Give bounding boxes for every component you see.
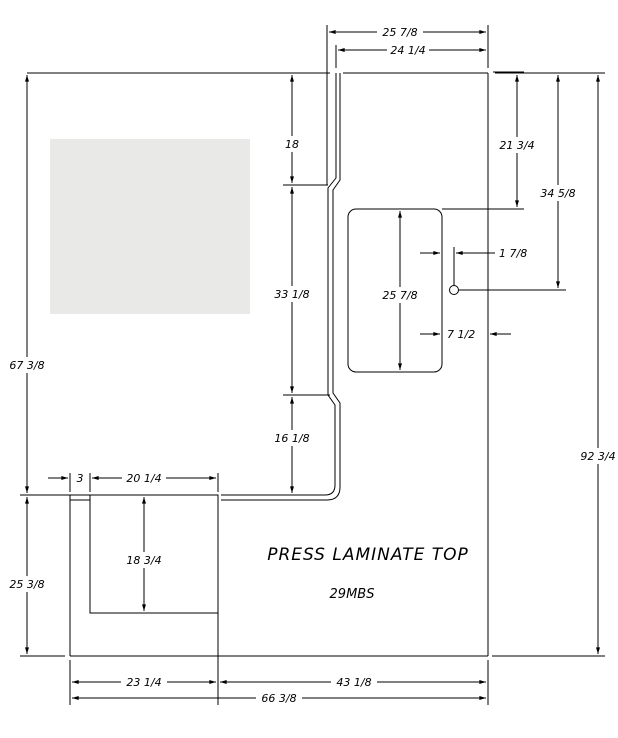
- dim-backsplash-mid: 33 1/8: [274, 288, 309, 301]
- dim-left-upper: 67 3/8: [9, 359, 44, 372]
- dim-lower-cutout-width: 20 1/4: [126, 472, 161, 485]
- faucet-hole: [449, 285, 459, 295]
- dimension-lines: [25, 25, 600, 705]
- dim-overall-height: 92 3/4: [580, 450, 615, 463]
- dimension-labels: 25 7/8 24 1/4 21 3/4 34 5/8 1 7/8 25 7/8…: [5, 25, 618, 705]
- dim-bottom-left: 23 1/4: [126, 676, 161, 689]
- backsplash: [221, 73, 341, 501]
- dim-bottom-right: 43 1/8: [336, 676, 371, 689]
- laminate-swatch: [50, 139, 250, 314]
- dim-lower-cutout-depth: 18 3/4: [126, 554, 161, 567]
- dim-right-to-faucet: 34 5/8: [540, 187, 575, 200]
- dim-backsplash-upper: 18: [285, 138, 299, 151]
- drawing-title: PRESS LAMINATE TOP: [267, 545, 469, 565]
- dim-faucet-offset: 1 7/8: [499, 247, 527, 260]
- model-label: 29MBS: [330, 587, 375, 602]
- lower-cutout: [89, 494, 219, 614]
- dim-left-lower: 25 3/8: [9, 578, 44, 591]
- dim-backsplash-lower: 16 1/8: [274, 432, 309, 445]
- dim-sink-to-edge: 7 1/2: [447, 328, 475, 341]
- dim-lower-offset: 3: [77, 472, 84, 485]
- dim-right-to-sink: 21 3/4: [499, 139, 534, 152]
- dim-bottom-overall: 66 3/8: [261, 692, 296, 705]
- dim-sink-length: 25 7/8: [382, 289, 417, 302]
- dim-top-inner: 24 1/4: [390, 44, 425, 57]
- dim-top-overall: 25 7/8: [382, 26, 417, 39]
- sink-cutout: [347, 208, 443, 373]
